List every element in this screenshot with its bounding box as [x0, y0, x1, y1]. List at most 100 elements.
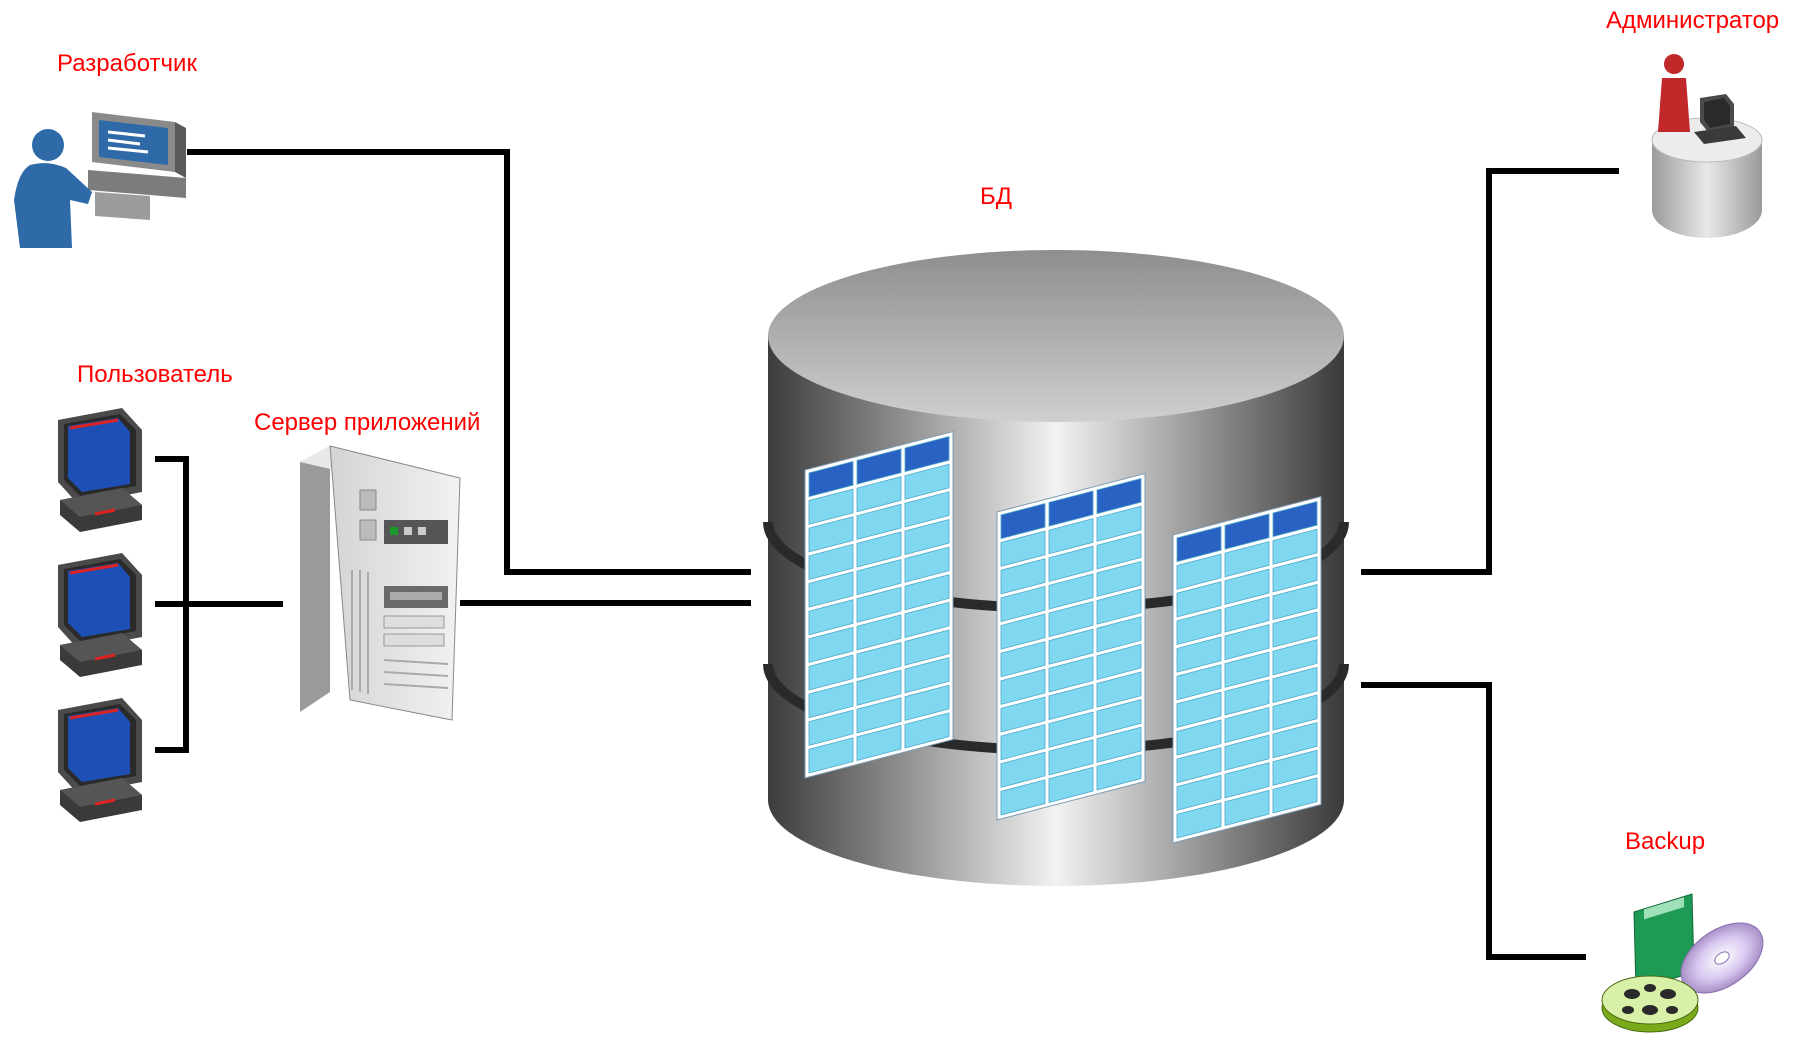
table-cell [1224, 568, 1270, 605]
table-header-cell [1176, 526, 1222, 563]
admin-console-icon [1651, 54, 1763, 238]
table-cell [1096, 699, 1142, 736]
table-cell [1176, 636, 1222, 673]
connector-db-backup [1361, 682, 1586, 960]
table-cell [856, 559, 902, 596]
table-cell [1000, 558, 1046, 595]
table-cell [1096, 726, 1142, 763]
table-cell [1176, 719, 1222, 756]
table-header-cell [904, 436, 950, 473]
table-cell [856, 641, 902, 679]
table-cell [1272, 528, 1318, 565]
table-cell [1272, 777, 1318, 814]
table-cell [1096, 754, 1142, 791]
user-terminals [58, 408, 142, 822]
label-app-server: Сервер приложений [254, 409, 481, 436]
table-cell [856, 476, 902, 513]
table-cell [904, 518, 950, 556]
table-cell [904, 574, 950, 611]
table-cell [1096, 588, 1142, 625]
table-cell [808, 709, 854, 746]
table-cell [1224, 651, 1270, 688]
table-cell [1272, 639, 1318, 676]
table-cell [1224, 596, 1270, 633]
table-cell [1224, 762, 1270, 799]
table-cell [1272, 556, 1318, 593]
table-cell [904, 491, 950, 528]
table-cell [808, 682, 854, 719]
table-cell [808, 571, 854, 608]
developer-workstation-icon [14, 112, 186, 248]
label-backup: Backup [1625, 828, 1706, 855]
table-cell [1000, 668, 1046, 705]
table-cell [1000, 641, 1046, 678]
table-cell [1000, 751, 1046, 788]
table-cell [1000, 585, 1046, 623]
connectors [155, 149, 1619, 960]
table-cell [1096, 560, 1142, 598]
table-cell [1176, 774, 1222, 811]
monitor-terminal-icon [58, 553, 142, 677]
table-cell [1272, 666, 1318, 703]
table-cell [1048, 628, 1094, 665]
table-header-cell [1000, 503, 1046, 540]
table-cell [1000, 530, 1046, 567]
table-cell [1272, 611, 1318, 648]
table-cell [1224, 789, 1270, 826]
table-cell [1096, 533, 1142, 570]
table-cell [904, 463, 950, 500]
table-header-cell [808, 461, 854, 498]
table-cell [1176, 802, 1222, 839]
table-cell [856, 586, 902, 623]
table-cell [856, 724, 902, 761]
table-cell [1176, 664, 1222, 701]
table-cell [1048, 683, 1094, 721]
server-tower-icon [300, 445, 461, 721]
table-cell [1048, 739, 1094, 776]
monitor-terminal-icon [58, 698, 142, 822]
table-cell [1272, 749, 1318, 786]
table-cell [808, 543, 854, 581]
table-cell [1176, 747, 1222, 784]
table-header-cell [1224, 513, 1270, 550]
table-cell [1176, 581, 1222, 618]
table-grid-3 [1172, 495, 1322, 844]
table-cell [904, 629, 950, 666]
connector-db-admin [1361, 168, 1619, 575]
table-cell [808, 516, 854, 553]
label-database: БД [980, 183, 1013, 210]
table-cell [904, 684, 950, 721]
label-developer: Разработчик [57, 50, 197, 77]
table-cell [904, 601, 950, 638]
table-cell [808, 626, 854, 663]
table-cell [1048, 545, 1094, 582]
table-header-cell [1272, 501, 1318, 538]
table-cell [1096, 505, 1142, 542]
monitor-terminal-icon [58, 408, 142, 532]
table-cell [808, 488, 854, 525]
database-cylinder-icon [763, 250, 1349, 886]
table-cell [1272, 583, 1318, 621]
label-administrator: Администратор [1606, 7, 1780, 34]
table-cell [1000, 696, 1046, 733]
table-cell [1096, 616, 1142, 653]
table-cell [1224, 706, 1270, 744]
table-cell [1224, 679, 1270, 716]
backup-media-icon [1601, 893, 1764, 1033]
table-cell [808, 737, 854, 774]
table-cell [856, 531, 902, 568]
table-cell [904, 712, 950, 749]
table-cell [1000, 724, 1046, 761]
table-cell [1176, 691, 1222, 728]
table-cell [1224, 541, 1270, 578]
table-cell [1224, 734, 1270, 771]
table-cell [856, 697, 902, 734]
table-cell [808, 654, 854, 691]
table-cell [1176, 553, 1222, 590]
table-cell [1000, 779, 1046, 816]
table-cell [856, 614, 902, 651]
table-cell [1272, 722, 1318, 759]
table-cell [904, 546, 950, 583]
table-grid-1 [804, 430, 954, 779]
